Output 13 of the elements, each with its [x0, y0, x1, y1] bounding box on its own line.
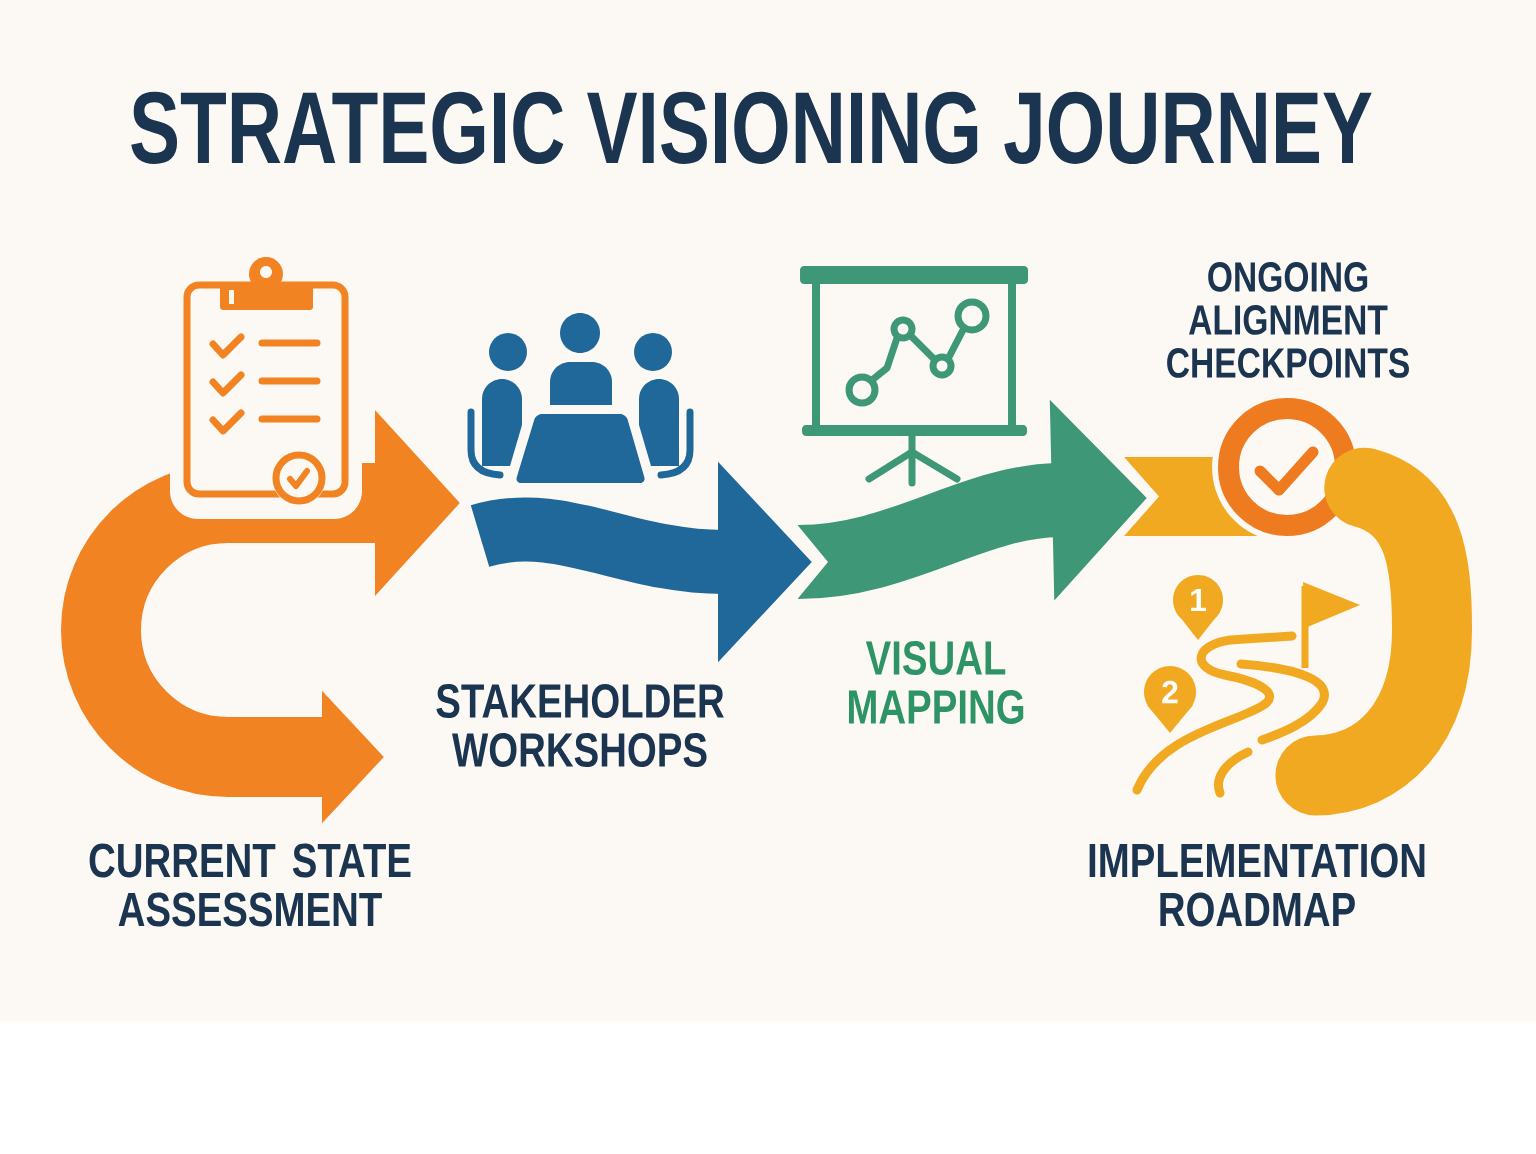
roadmap-icon — [1132, 575, 1360, 798]
title: STRATEGIC VISIONING JOURNEY — [131, 91, 1372, 164]
stage-label: IMPLEMENTATION ROADMAP — [1089, 843, 1425, 927]
presentation-board-icon — [800, 266, 1028, 487]
pin-number: 2 — [1162, 680, 1178, 704]
stage-label: VISUAL MAPPING — [849, 641, 1024, 724]
meeting-table-icon — [467, 313, 694, 483]
stage-label: ONGOING ALIGNMENT CHECKPOINTS — [1167, 262, 1409, 378]
pin-number: 1 — [1191, 589, 1206, 611]
clipboard-icon — [183, 257, 349, 505]
stage-label: STAKEHOLDER WORKSHOPS — [436, 684, 724, 767]
checkmark-badge-icon — [1124, 398, 1356, 537]
stage-label: CURRENT STATE ASSESSMENT — [89, 843, 411, 927]
